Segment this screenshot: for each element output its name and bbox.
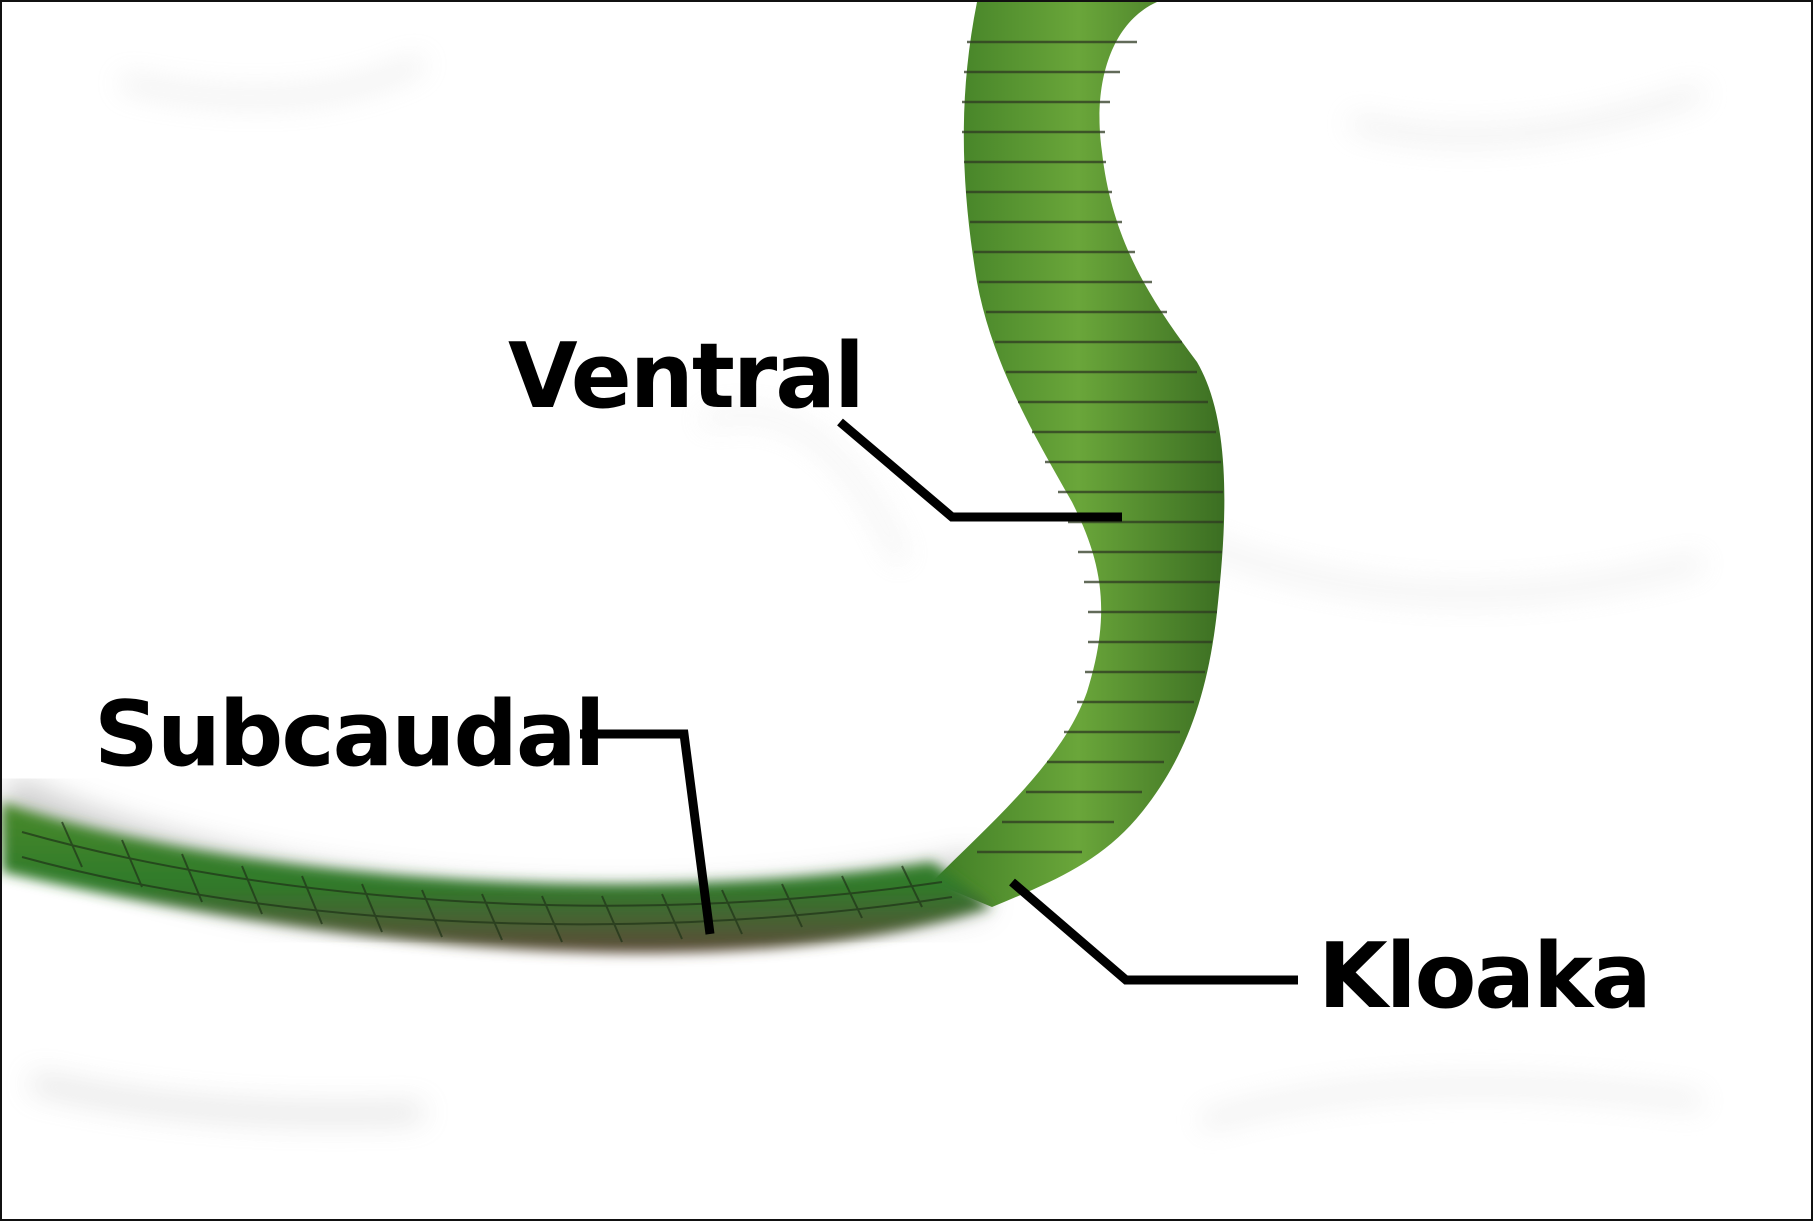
ventral-scales	[962, 40, 1223, 854]
subcaudal-label: Subcaudal	[94, 682, 605, 787]
subcaudal-leader-line	[580, 729, 715, 935]
ventral-leader-line	[837, 418, 1122, 522]
snake-tail	[2, 802, 992, 954]
kloaka-label: Kloaka	[1318, 924, 1652, 1029]
snake-body	[932, 2, 1225, 907]
ventral-label: Ventral	[508, 324, 865, 429]
kloaka-leader-line	[1009, 878, 1298, 985]
subcaudal-scales	[21, 821, 953, 943]
